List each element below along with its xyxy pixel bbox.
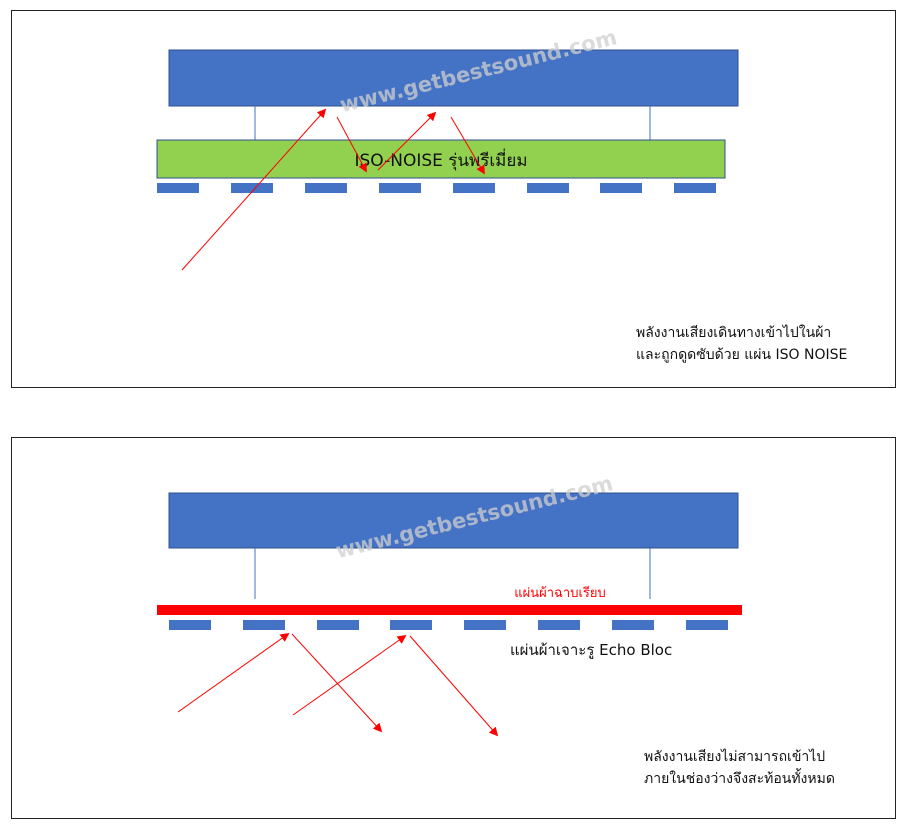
top-caption: พลังงานเสียงเดินทางเข้าไปในผ้า และถูกดูด…: [636, 322, 847, 366]
smooth-fabric-label: แผ่นผ้าฉาบเรียบ: [514, 585, 606, 601]
top-sound-arrows: [181, 108, 485, 271]
bottom-blue-wall-panel: [168, 492, 739, 549]
top-caption-line-2: และถูกดูดซับด้วย แผ่น ISO NOISE: [636, 347, 848, 363]
top-perforation-segment: [157, 183, 199, 193]
top-perforation-segment: [674, 183, 716, 193]
bottom-perforation-segment: [317, 620, 359, 630]
top-perforation-segment: [527, 183, 569, 193]
bottom-caption-line-1: พลังงานเสียงไม่สามารถเข้าไป: [644, 749, 826, 765]
iso-noise-green-layer: [156, 139, 726, 179]
bottom-incoming-arrow-2: [292, 634, 407, 716]
top-perforation-segment: [600, 183, 642, 193]
top-perforation-segment: [453, 183, 495, 193]
bottom-perforation-segment: [243, 620, 285, 630]
top-perforation-segment: [379, 183, 421, 193]
top-perforation-row: [157, 183, 716, 193]
bottom-sound-arrows: [177, 632, 499, 737]
bottom-caption-line-2: ภายในช่องว่างจึงสะท้อนทั้งหมด: [644, 771, 835, 787]
top-perforation-segment: [231, 183, 273, 193]
bottom-perforation-segment: [464, 620, 506, 630]
bottom-reflected-arrow-1: [291, 633, 383, 733]
top-blue-wall-panel: [168, 49, 739, 107]
echo-bloc-label: แผ่นผ้าเจาะรู Echo Bloc: [510, 641, 672, 659]
top-perforation-segment: [305, 183, 347, 193]
smooth-fabric-red-layer: [157, 605, 742, 615]
bottom-perforation-segment: [169, 620, 211, 630]
top-incoming-arrow: [181, 108, 327, 271]
top-bounce-arrow-2: [377, 111, 437, 171]
top-bounce-arrow-1: [336, 116, 367, 173]
bottom-caption: พลังงานเสียงไม่สามารถเข้าไป ภายในช่องว่า…: [644, 746, 835, 790]
bottom-perforation-segment: [538, 620, 580, 630]
top-bounce-arrow-3: [450, 116, 485, 175]
bottom-perforation-row: [169, 620, 728, 630]
top-caption-line-1: พลังงานเสียงเดินทางเข้าไปในผ้า: [636, 325, 832, 341]
bottom-perforation-segment: [686, 620, 728, 630]
bottom-perforation-segment: [612, 620, 654, 630]
bottom-reflected-arrow-2: [409, 635, 499, 737]
bottom-perforation-segment: [390, 620, 432, 630]
bottom-incoming-arrow-1: [177, 632, 290, 713]
